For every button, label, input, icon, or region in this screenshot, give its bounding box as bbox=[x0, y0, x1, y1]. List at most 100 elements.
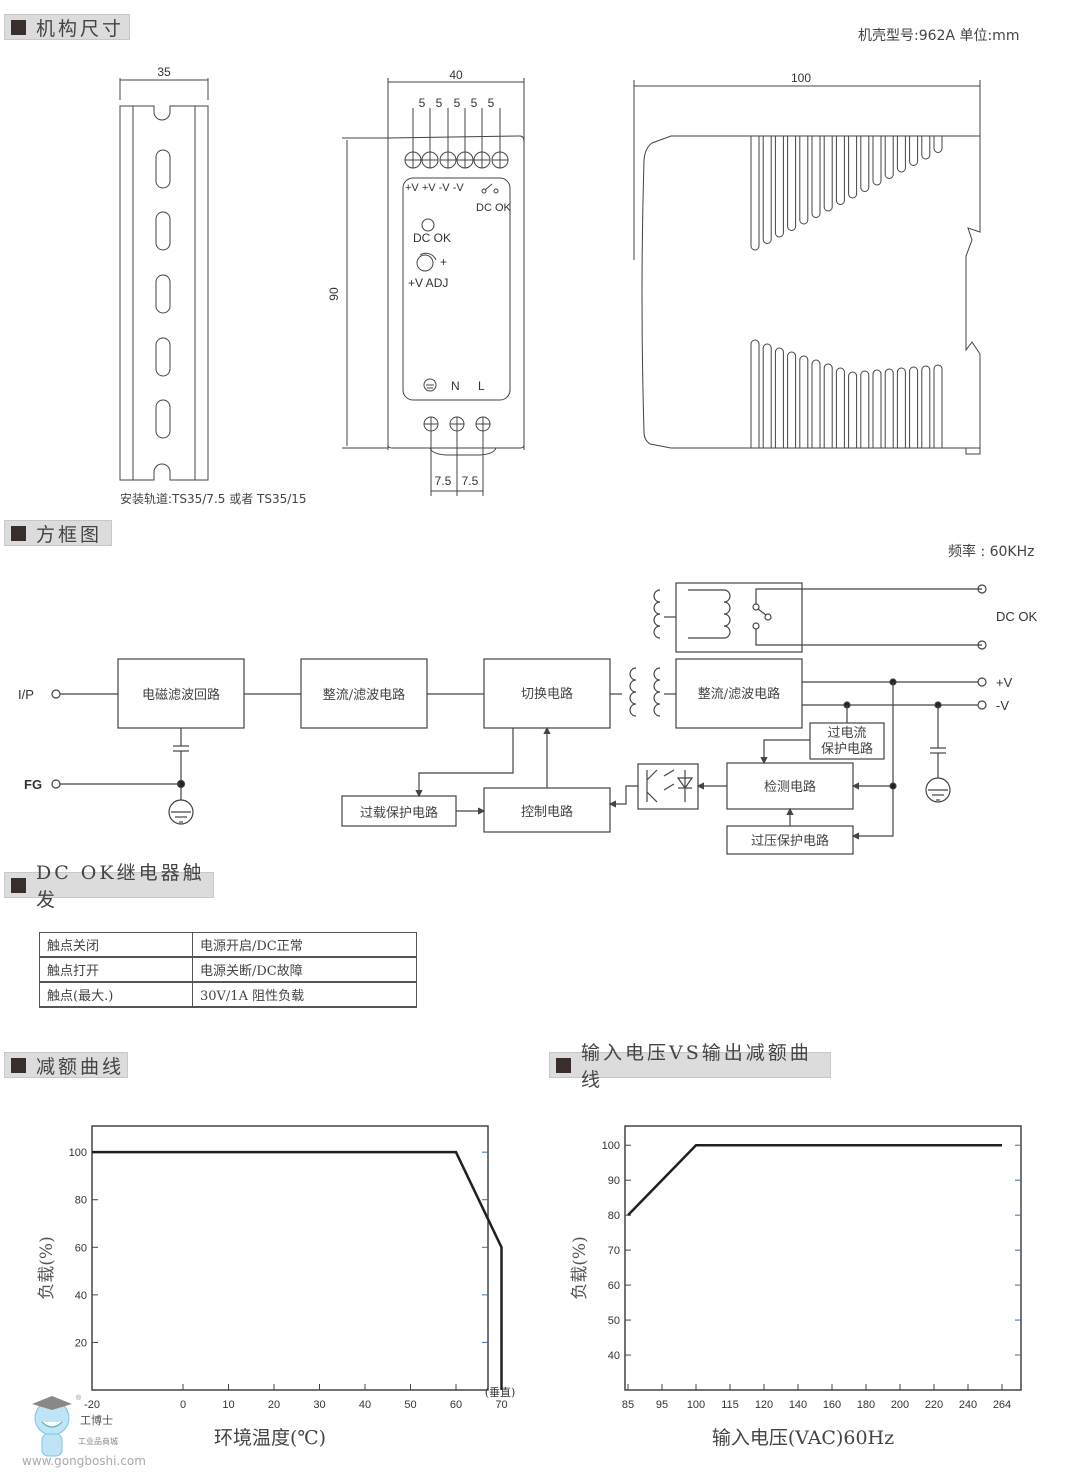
input-terminals bbox=[423, 416, 491, 496]
heat-fin bbox=[921, 365, 931, 448]
adj-plus: + bbox=[440, 255, 447, 269]
relay-label: DC OK bbox=[476, 202, 512, 214]
x-axis-label: 输入电压(VAC)60Hz bbox=[712, 1427, 894, 1449]
watermark-url: www.gongboshi.com bbox=[22, 1454, 146, 1468]
detection-label: 检测电路 bbox=[764, 779, 816, 795]
heat-fin bbox=[835, 136, 845, 205]
y-tick-label: 80 bbox=[608, 1210, 620, 1222]
ip-terminal-icon bbox=[51, 689, 61, 699]
ocp-label-1: 过电流 bbox=[827, 726, 866, 741]
section-title: 方框图 bbox=[36, 523, 103, 546]
x-tick-label: 140 bbox=[789, 1399, 807, 1411]
heat-fin bbox=[823, 363, 833, 448]
ip-label: I/P bbox=[18, 687, 34, 702]
watermark-logo: 工博士 工业品商城 ® bbox=[32, 1394, 118, 1457]
section-header-block-diagram: 方框图 bbox=[4, 520, 112, 546]
heat-fin bbox=[750, 339, 760, 448]
x-tick-label: 220 bbox=[925, 1399, 943, 1411]
table-cell: 30V/1A 阻性负载 bbox=[192, 981, 417, 1008]
table-row: 触点打开电源关断/DC故障 bbox=[39, 956, 417, 983]
y-tick-label: 50 bbox=[608, 1315, 620, 1327]
section-title: 输入电压VS输出减额曲线 bbox=[581, 1042, 812, 1091]
table-cell: 触点打开 bbox=[39, 956, 193, 983]
ground-icon bbox=[925, 777, 951, 803]
x-tick-label: 120 bbox=[755, 1399, 773, 1411]
heat-fin bbox=[896, 136, 906, 173]
x-tick-label: 60 bbox=[450, 1399, 462, 1411]
section-title: DC OK继电器触发 bbox=[36, 862, 205, 911]
dcok-output-label: DC OK bbox=[996, 609, 1038, 624]
y-axis-label: 负载(%) bbox=[37, 1236, 57, 1299]
y-tick-label: 100 bbox=[69, 1147, 87, 1159]
table-row: 触点(最大.)30V/1A 阻性负载 bbox=[39, 981, 417, 1008]
y-tick-label: 40 bbox=[608, 1350, 620, 1362]
heat-fin bbox=[921, 136, 931, 160]
x-tick-label: 85 bbox=[622, 1399, 634, 1411]
table-row: 触点关闭电源开启/DC正常 bbox=[39, 932, 417, 958]
x-tick-label: 40 bbox=[359, 1399, 371, 1411]
ocp-label-2: 保护电路 bbox=[821, 741, 873, 757]
series-line bbox=[627, 1143, 1002, 1217]
relay-table: 触点关闭电源开启/DC正常 触点打开电源关断/DC故障 触点(最大.)30V/1… bbox=[39, 932, 417, 1008]
x-tick-label: 10 bbox=[222, 1399, 234, 1411]
heat-fin bbox=[750, 136, 760, 251]
emi-filter-label: 电磁滤波回路 bbox=[142, 687, 220, 703]
case-info: 机壳型号:962A 单位:mm bbox=[858, 28, 1020, 44]
dim-pitch: 5 bbox=[454, 96, 461, 110]
heat-fin bbox=[762, 136, 772, 244]
heat-fin bbox=[848, 136, 858, 199]
heat-fin bbox=[787, 136, 797, 231]
watermark-sub: 工业品商城 bbox=[78, 1436, 118, 1446]
heat-fin bbox=[823, 136, 833, 212]
x-tick-label: 160 bbox=[823, 1399, 841, 1411]
heat-fin bbox=[896, 367, 906, 448]
heat-fin bbox=[909, 136, 919, 166]
series-line bbox=[92, 1150, 503, 1390]
y-tick-label: 20 bbox=[75, 1337, 87, 1349]
y-tick-label: 90 bbox=[608, 1175, 620, 1187]
x-tick-label: 20 bbox=[268, 1399, 280, 1411]
square-bullet-icon bbox=[11, 877, 26, 893]
y-tick-label: 40 bbox=[75, 1290, 87, 1302]
square-bullet-icon bbox=[556, 1057, 571, 1073]
plot-frame bbox=[624, 1125, 1022, 1391]
x-tick-label: 264 bbox=[993, 1399, 1011, 1411]
l-label: L bbox=[478, 379, 485, 393]
output-terminal-labels: +V +V -V -V bbox=[405, 182, 464, 194]
heat-fin bbox=[872, 136, 882, 186]
x-tick-label: 0 bbox=[180, 1399, 186, 1411]
heat-fin bbox=[933, 364, 943, 448]
dim-input-pitch: 7.5 bbox=[435, 474, 452, 488]
fg-label: FG bbox=[24, 777, 42, 792]
n-label: N bbox=[451, 379, 460, 393]
frequency-label: 频率 : 60KHz bbox=[948, 544, 1035, 560]
output-terminals bbox=[404, 108, 509, 169]
dim-front-width: 40 bbox=[449, 68, 463, 82]
dim-pitch: 5 bbox=[419, 96, 426, 110]
x-tick-label: 100 bbox=[687, 1399, 705, 1411]
table-cell: 电源关断/DC故障 bbox=[192, 956, 417, 983]
ovp-label: 过压保护电路 bbox=[751, 833, 829, 849]
heat-fin bbox=[848, 371, 858, 448]
square-bullet-icon bbox=[11, 525, 26, 541]
minus-v-label: -V bbox=[996, 698, 1009, 713]
control-label: 控制电路 bbox=[521, 804, 573, 820]
heat-fin bbox=[872, 369, 882, 448]
table-cell: 触点(最大.) bbox=[39, 981, 193, 1008]
dcok-led-icon bbox=[421, 218, 435, 232]
heat-fin bbox=[774, 347, 784, 448]
y-tick-label: 80 bbox=[75, 1195, 87, 1207]
rect-filter-2-label: 整流/滤波电路 bbox=[698, 686, 780, 702]
heat-fin bbox=[811, 136, 821, 218]
rail-note: 安装轨道:TS35/7.5 或者 TS35/15 bbox=[120, 492, 307, 506]
adj-pot-icon[interactable] bbox=[416, 254, 434, 272]
mechanical-drawing: 35 40 bbox=[119, 65, 981, 496]
section-header-input-derating: 输入电压VS输出减额曲线 bbox=[549, 1042, 831, 1091]
heat-fin bbox=[787, 351, 797, 448]
square-bullet-icon bbox=[11, 19, 26, 35]
dim-height: 90 bbox=[327, 287, 341, 301]
square-bullet-icon bbox=[11, 1057, 26, 1073]
block-diagram: I/P FG DC OK +V -V 电磁滤波回路 整流/滤波电路 切换电路 整… bbox=[18, 582, 1038, 855]
y-tick-label: 60 bbox=[608, 1280, 620, 1292]
